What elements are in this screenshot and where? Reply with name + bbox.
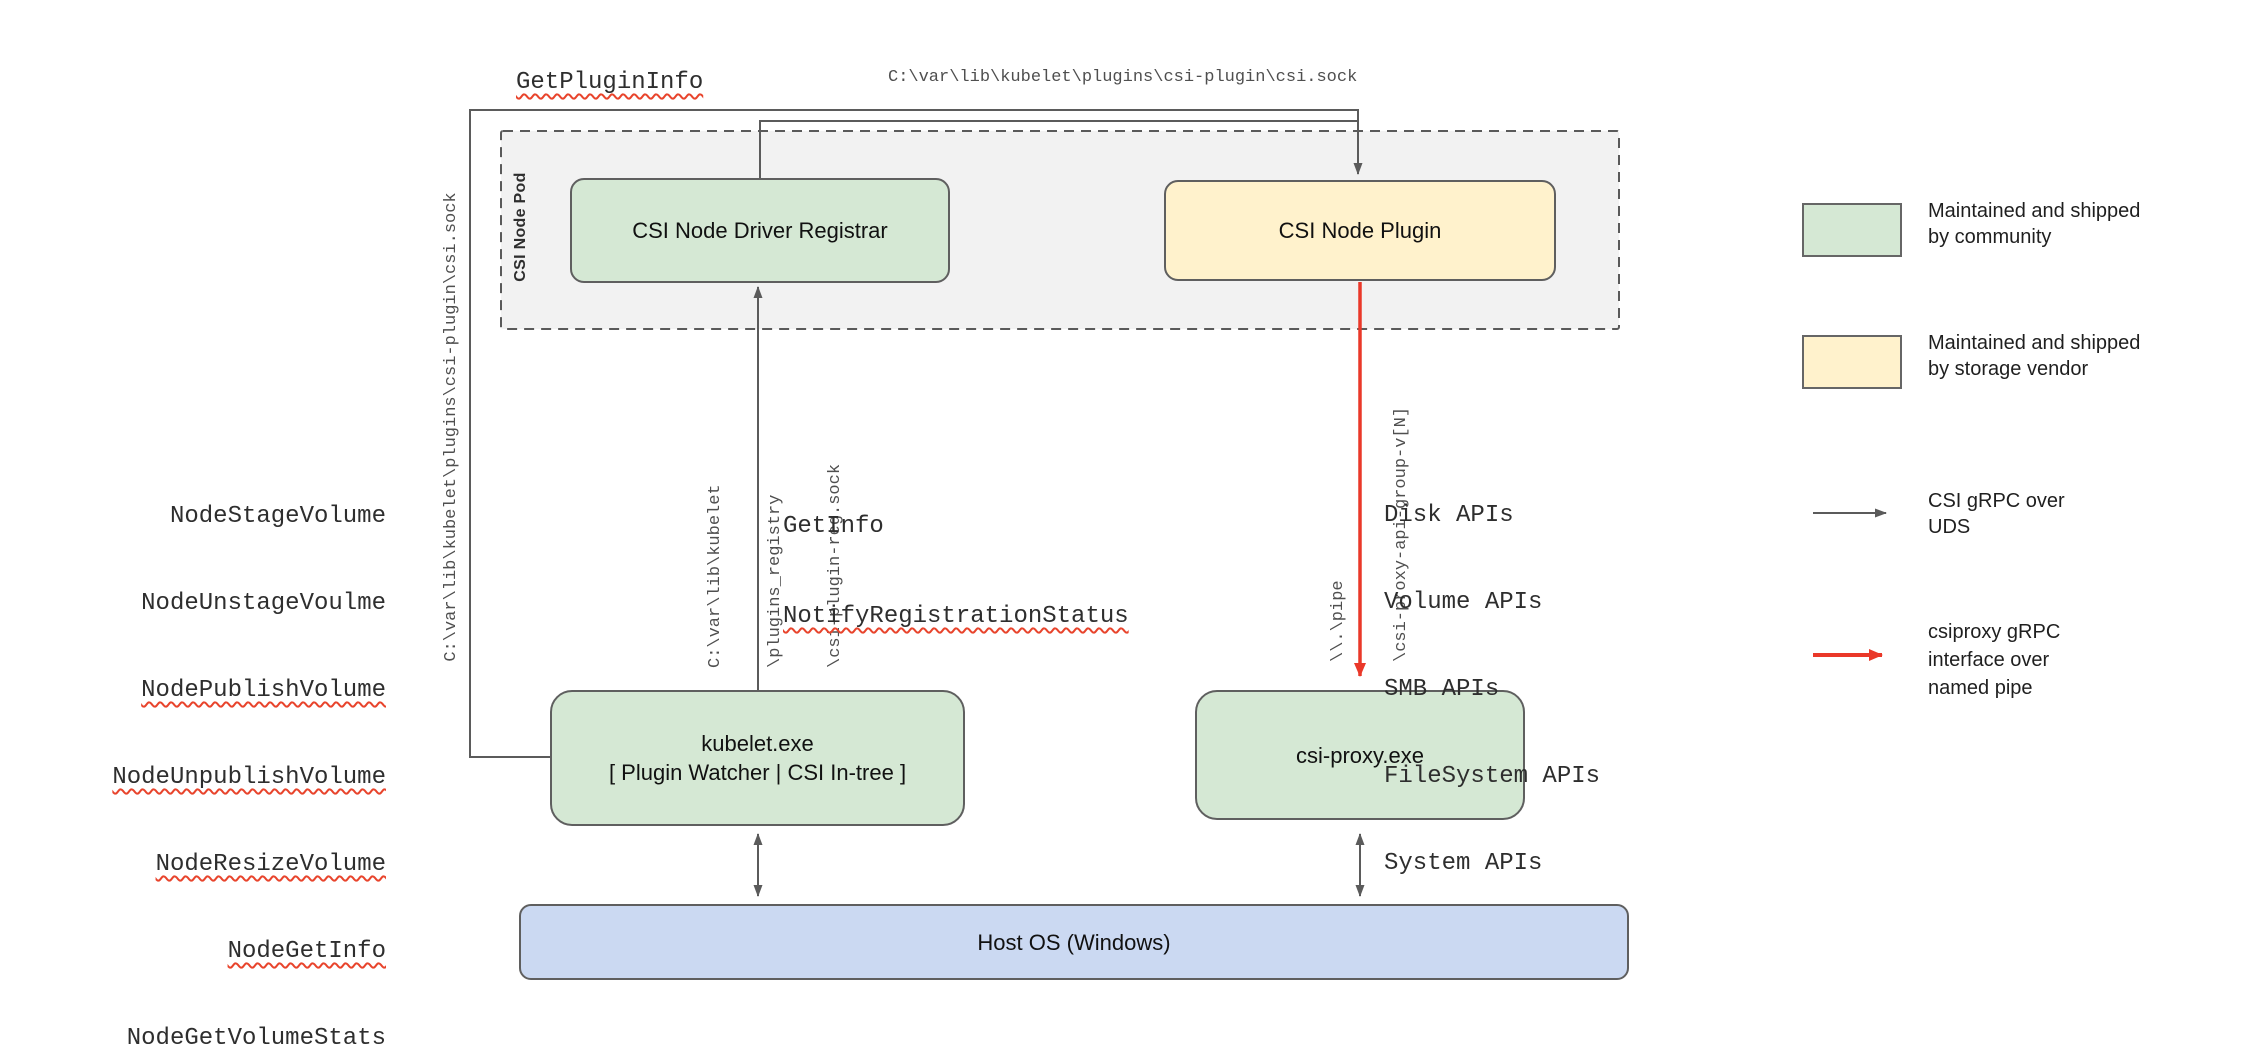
kubelet-label-line1: kubelet.exe: [701, 731, 814, 756]
legend-swatch-vendor: [1802, 335, 1902, 389]
legend-label-line: Maintained and shipped: [1928, 200, 2141, 222]
registration-rpc-item: NotifyRegistrationStatus: [783, 603, 1129, 630]
legend-label-line: CSI gRPC over: [1928, 490, 2065, 512]
csi-node-pod-label: CSI Node Pod: [512, 172, 529, 282]
node-rpc-item: NodePublishVolume: [141, 677, 386, 704]
legend-label-line: by community: [1928, 226, 2052, 248]
legend-swatch-community: [1802, 203, 1902, 257]
host-os-box: Host OS (Windows): [519, 904, 1629, 980]
legend-label-line: csiproxy gRPC: [1928, 621, 2061, 643]
legend-label-line: interface over: [1928, 649, 2050, 671]
csi-node-driver-registrar-label: CSI Node Driver Registrar: [632, 218, 888, 243]
node-rpc-item: NodeResizeVolume: [155, 851, 386, 878]
registration-rpc-item: GetInfo: [783, 513, 884, 540]
kubelet-to-plugin-wire: [469, 109, 1363, 758]
node-rpc-item: NodeGetVolumeStats: [126, 1025, 386, 1044]
legend-label-community: Maintained and shipped by community: [1928, 198, 2140, 250]
legend-label-line: UDS: [1928, 516, 1971, 538]
kubelet-label-line2: [ Plugin Watcher | CSI In-tree ]: [608, 760, 907, 785]
proxy-api-item: System APIs: [1384, 850, 1543, 877]
registration-sock-line: C:\var\lib\kubelet: [706, 484, 725, 668]
get-plugin-info-label: GetPluginInfo: [516, 69, 704, 96]
csi-proxy-label: csi-proxy.exe: [1296, 742, 1424, 768]
node-rpc-item: NodeGetInfo: [227, 938, 386, 965]
legend-label-namedpipe: csiproxy gRPC interface over named pipe: [1928, 618, 2060, 702]
node-rpc-item: NodeUnpublishVolume: [112, 764, 386, 791]
named-pipe-line: \\.\pipe: [1329, 580, 1348, 662]
registration-rpc-list: GetInfo NotifyRegistrationStatus: [783, 452, 1129, 692]
node-rpc-item: NodeStageVolume: [169, 503, 386, 530]
legend-label-line: Maintained and shipped: [1928, 332, 2141, 354]
csi-node-driver-registrar-box: CSI Node Driver Registrar: [570, 178, 950, 283]
csi-proxy-box: csi-proxy.exe: [1195, 690, 1525, 820]
csi-sock-path-label: C:\var\lib\kubelet\plugins\csi-plugin\cs…: [888, 68, 1358, 87]
host-os-label: Host OS (Windows): [977, 929, 1171, 955]
csi-node-plugin-label: CSI Node Plugin: [1278, 218, 1442, 243]
proxy-api-item: Disk APIs: [1384, 502, 1514, 529]
legend-label-line: named pipe: [1928, 677, 2033, 699]
proxy-api-item: FileSystem APIs: [1384, 763, 1601, 790]
kubelet-box: kubelet.exe [ Plugin Watcher | CSI In-tr…: [550, 690, 965, 826]
legend-label-line: by storage vendor: [1928, 358, 2089, 380]
node-rpc-list: NodeStageVolume NodeUnstageVoulme NodePu…: [58, 444, 386, 1044]
proxy-api-list: Disk APIs Volume APIs SMB APIs FileSyste…: [1384, 443, 1600, 936]
node-rpc-item: NodeUnstageVoulme: [141, 590, 386, 617]
csi-node-plugin-box: CSI Node Plugin: [1164, 180, 1556, 281]
legend-label-uds: CSI gRPC over UDS: [1928, 488, 2065, 540]
proxy-api-item: Volume APIs: [1384, 589, 1543, 616]
legend-label-vendor: Maintained and shipped by storage vendor: [1928, 330, 2140, 382]
left-csi-sock-vertical-label: C:\var\lib\kubelet\plugins\csi-plugin\cs…: [442, 192, 461, 662]
registrar-to-plugin-wire: [759, 120, 1358, 178]
proxy-api-item: SMB APIs: [1384, 676, 1500, 703]
